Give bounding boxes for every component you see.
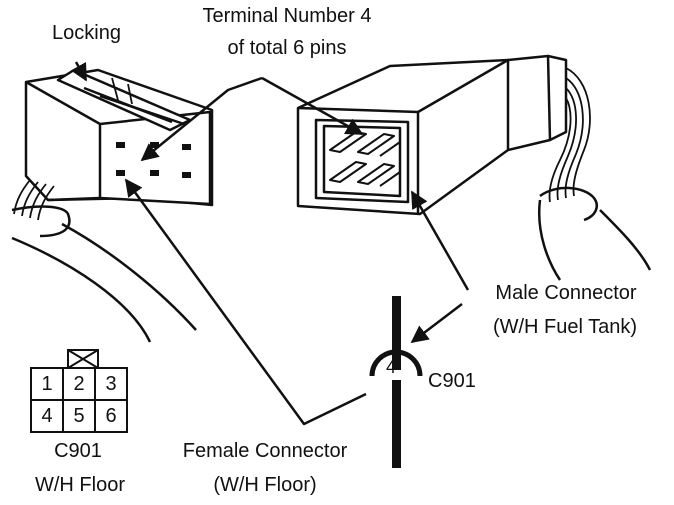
pin-cell: 4	[30, 399, 64, 433]
female-connector-label-line1: Female Connector	[182, 440, 348, 462]
female-leader-long	[124, 178, 367, 426]
locking-label: Locking	[52, 22, 121, 44]
male-leader-symbol	[410, 303, 463, 344]
pinout-locking-mark	[67, 349, 99, 369]
pinout-harness-label: W/H Floor	[35, 474, 125, 496]
terminal-leader-male	[261, 76, 364, 136]
pinout-grid: 1 2 3 4 5 6	[30, 367, 128, 433]
pin-cell: 3	[94, 367, 128, 401]
connector-id-label: C901	[428, 370, 476, 392]
terminal-number: 4	[386, 357, 397, 377]
pinout-row: 4 5 6	[30, 399, 128, 433]
terminal-leader-female	[140, 76, 263, 162]
pin-cell: 1	[30, 367, 64, 401]
connector-symbol	[369, 296, 423, 468]
female-connector-label-line2: (W/H Floor)	[213, 474, 317, 496]
pinout-connector-id: C901	[54, 440, 102, 462]
locking-leader	[70, 61, 88, 82]
pin-cell: 2	[62, 367, 96, 401]
male-connector-label-line2: (W/H Fuel Tank)	[492, 316, 638, 338]
female-connector-body	[24, 68, 214, 207]
pinout-row: 1 2 3	[30, 367, 128, 401]
male-leader-top	[410, 190, 470, 291]
male-connector-body	[296, 54, 568, 216]
male-sheath	[539, 186, 598, 222]
female-cable-outline	[11, 236, 152, 343]
terminal-label-line1: Terminal Number 4	[202, 5, 372, 27]
terminal-label-line2: of total 6 pins	[227, 37, 347, 59]
male-connector-label-line1: Male Connector	[495, 282, 637, 304]
female-sheath	[11, 205, 71, 238]
pin-cell: 5	[62, 399, 96, 433]
male-wires	[548, 67, 591, 203]
male-pins	[329, 131, 401, 187]
pin-cell: 6	[94, 399, 128, 433]
